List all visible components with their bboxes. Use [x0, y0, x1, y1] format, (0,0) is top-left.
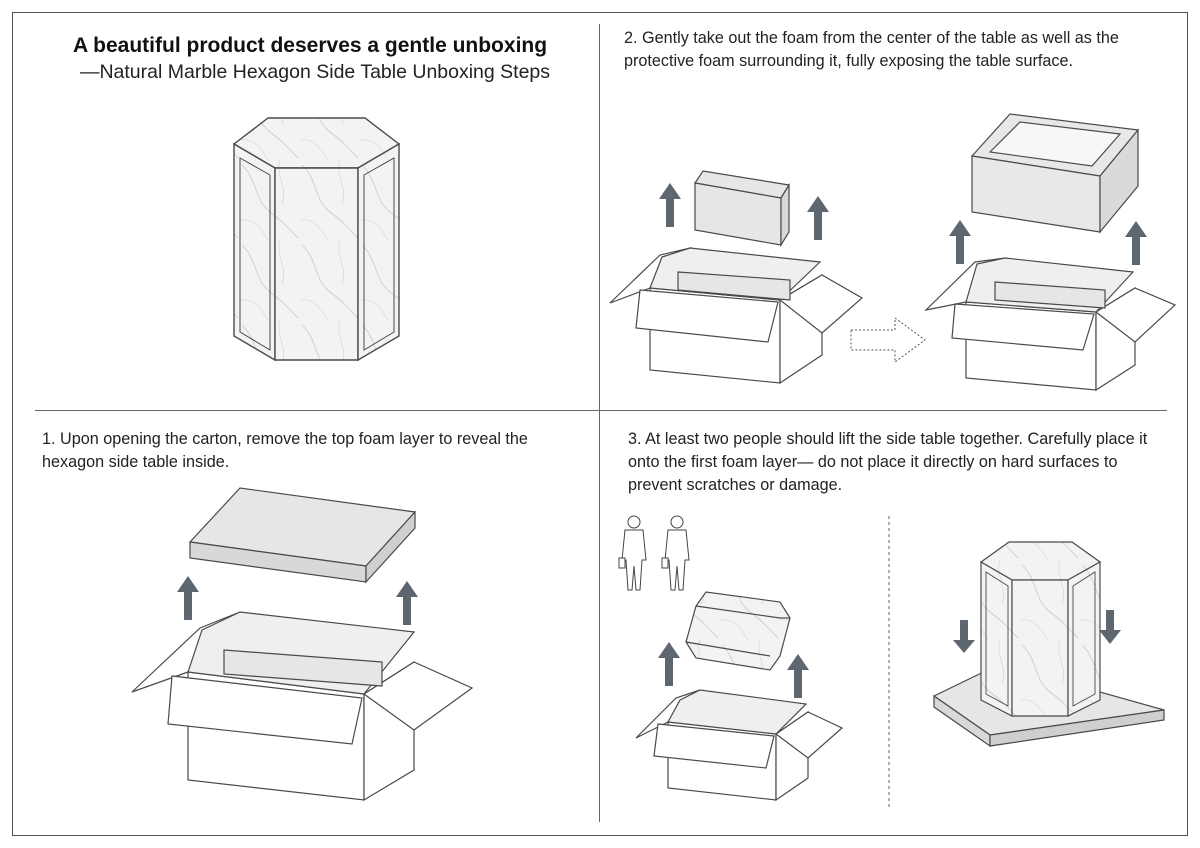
foam-block-icon	[693, 170, 790, 248]
person-icon	[661, 515, 690, 591]
up-arrow-icon	[659, 183, 681, 227]
step-3-text: 3. At least two people should lift the s…	[628, 430, 1148, 494]
open-carton-icon	[131, 611, 474, 802]
up-arrow-icon	[787, 654, 809, 698]
up-arrow-icon	[807, 196, 829, 240]
page-title: A beautiful product deserves a gentle un…	[72, 34, 548, 57]
foam-block-icon	[188, 487, 417, 584]
hexagon-table-illustration	[685, 591, 791, 671]
step-1-text: 1. Upon opening the carton, remove the t…	[42, 430, 528, 471]
down-arrow-icon	[1099, 610, 1121, 644]
up-arrow-icon	[1125, 221, 1147, 265]
page-subtitle: —Natural Marble Hexagon Side Table Unbox…	[79, 61, 551, 83]
horizontal-divider	[35, 410, 1167, 411]
up-arrow-icon	[396, 581, 418, 625]
person-icon	[618, 515, 647, 591]
hexagon-table-illustration	[979, 541, 1102, 717]
open-carton-icon	[635, 689, 844, 802]
page-frame	[12, 12, 1188, 836]
open-carton-icon	[609, 246, 864, 385]
up-arrow-icon	[177, 576, 199, 620]
down-arrow-icon	[953, 620, 975, 653]
vertical-divider	[599, 24, 600, 822]
hexagon-table-illustration	[232, 117, 401, 362]
dotted-right-arrow-icon	[850, 317, 926, 363]
up-arrow-icon	[658, 642, 680, 686]
step-2-text: 2. Gently take out the foam from the cen…	[624, 29, 1119, 70]
open-carton-icon	[924, 257, 1177, 392]
foam-ring-icon	[970, 113, 1140, 234]
up-arrow-icon	[949, 220, 971, 264]
